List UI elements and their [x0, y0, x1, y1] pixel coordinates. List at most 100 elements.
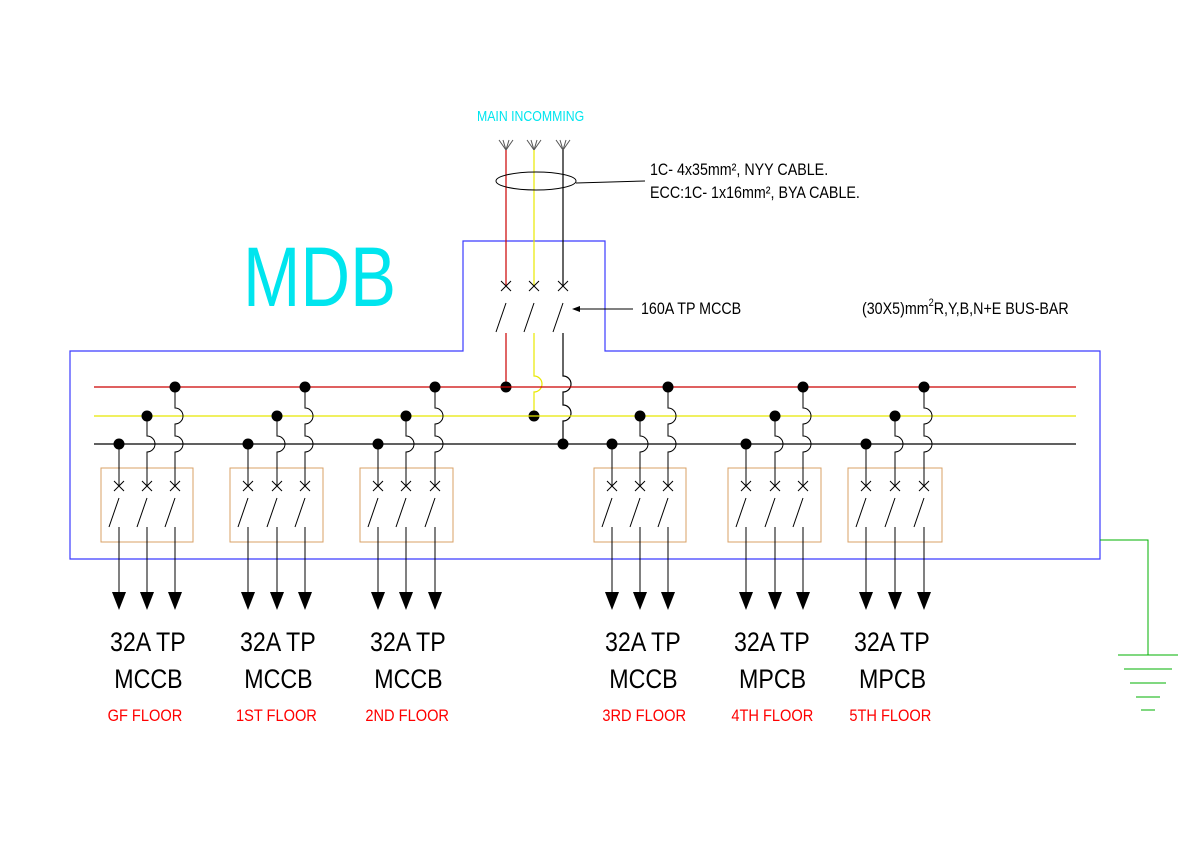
bus-connection-dot [606, 438, 618, 450]
outgoing-arrow-icon [888, 592, 902, 610]
feeder-rating-label: 32A TP [370, 627, 446, 657]
bus-connection-dot [372, 438, 384, 450]
feeder-floor-label: 4TH FLOOR [731, 707, 813, 725]
feeder-type-label: MCCB [244, 664, 312, 694]
breaker-contact-icon [918, 480, 930, 492]
breaker-blade [884, 497, 896, 528]
breaker-blade [657, 497, 669, 528]
cable-leader [575, 180, 646, 184]
breaker-contact-icon [557, 280, 569, 292]
feeder-floor-label: 1ST FLOOR [236, 707, 317, 725]
feeder-type-label: MPCB [859, 664, 926, 694]
breaker-blade [164, 497, 176, 528]
breaker-contact-icon [528, 280, 540, 292]
feeder-rating-label: 32A TP [854, 627, 930, 657]
feeder-rating-label: 32A TP [734, 627, 810, 657]
bus-connection-dot [113, 438, 125, 450]
feeder-2: 32A TP MCCB 1ST FLOOR [229, 381, 324, 725]
feeder-floor-label: GF FLOOR [108, 707, 183, 725]
bus-connection-dot [740, 438, 752, 450]
breaker-contact-icon [662, 480, 674, 492]
breaker-blade [424, 497, 436, 528]
outgoing-arrow-icon [739, 592, 753, 610]
breaker-contact-icon [740, 480, 752, 492]
breaker-contact-icon [429, 480, 441, 492]
outgoing-arrow-icon [112, 592, 126, 610]
incoming-terminal-icon [559, 139, 564, 151]
feeder-1: 32A TP MCCB GF FLOOR [100, 381, 194, 725]
outgoing-arrow-icon [917, 592, 931, 610]
feeder-floor-label: 3RD FLOOR [602, 707, 686, 725]
outgoing-arrow-icon [633, 592, 647, 610]
bus-connection-dot [918, 381, 930, 393]
feeder-rating-label: 32A TP [605, 627, 681, 657]
breaker-contact-icon [797, 480, 809, 492]
feeder-rating-label: 32A TP [240, 627, 316, 657]
breaker-blade [108, 497, 120, 528]
bus-connection-dot [797, 381, 809, 393]
breaker-blade [792, 497, 804, 528]
feeder-conductor [276, 416, 286, 486]
cable-spec-line-2: ECC:1C- 1x16mm², BYA CABLE. [650, 184, 860, 202]
breaker-contact-icon [889, 480, 901, 492]
outgoing-arrow-icon [859, 592, 873, 610]
breaker-blade [552, 302, 564, 333]
bus-connection-dot [889, 410, 901, 422]
outgoing-arrow-icon [605, 592, 619, 610]
bus-connection-dot [169, 381, 181, 393]
outgoing-arrow-icon [140, 592, 154, 610]
bus-connection-dot [141, 410, 153, 422]
incoming-lower-conductor [562, 333, 572, 444]
breaker-blade [367, 497, 379, 528]
feeder-conductor [304, 387, 314, 486]
breaker-contact-icon [606, 480, 618, 492]
bus-connection-dot [860, 438, 872, 450]
busbars [94, 386, 1076, 445]
breaker-contact-icon [299, 480, 311, 492]
outgoing-arrow-icon [399, 592, 413, 610]
breaker-blade [601, 497, 613, 528]
feeder-conductor [802, 387, 812, 486]
main-incoming-label: MAIN INCOMMING [477, 108, 584, 124]
feeder-type-label: MCCB [114, 664, 182, 694]
breaker-contact-icon [400, 480, 412, 492]
outgoing-arrow-icon [371, 592, 385, 610]
incoming-terminal-icon [502, 139, 507, 151]
breaker-blade [237, 497, 249, 528]
breaker-blade [294, 497, 306, 528]
breaker-blade [523, 302, 535, 333]
breaker-blade [629, 497, 641, 528]
breaker-blade [735, 497, 747, 528]
bus-connection-dot [299, 381, 311, 393]
feeder-rating-label: 32A TP [110, 627, 186, 657]
outgoing-arrow-icon [168, 592, 182, 610]
board-outline [69, 240, 1101, 560]
outgoing-arrow-icon [298, 592, 312, 610]
board-title: MDB [243, 231, 396, 325]
busbar-label-prefix: (30X5)mm [862, 300, 929, 318]
breaker-contact-icon [372, 480, 384, 492]
breaker-blade [913, 497, 925, 528]
breaker-contact-icon [769, 480, 781, 492]
feeder-conductor [639, 416, 649, 486]
feeder-floor-label: 2ND FLOOR [365, 707, 449, 725]
outgoing-arrow-icon [768, 592, 782, 610]
incoming-lower-conductor [533, 333, 543, 416]
bus-connection-dot [400, 410, 412, 422]
bus-connection-dot [271, 410, 283, 422]
feeder-conductor [174, 387, 184, 486]
leader-arrow-icon [572, 306, 580, 312]
earth-conductor [1100, 539, 1149, 655]
breaker-blade [495, 302, 507, 333]
main-breaker-label: 160A TP MCCB [641, 300, 741, 318]
breaker-contact-icon [860, 480, 872, 492]
breaker-contact-icon [242, 480, 254, 492]
breaker-contact-icon [634, 480, 646, 492]
breaker-blade [395, 497, 407, 528]
outgoing-arrow-icon [270, 592, 284, 610]
feeder-conductor [146, 416, 156, 486]
